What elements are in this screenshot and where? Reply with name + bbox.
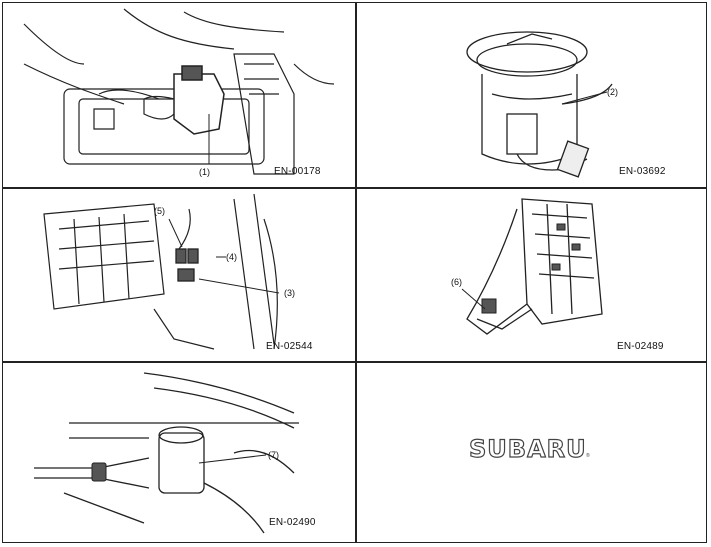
figure-code-5: EN-02490 (269, 517, 316, 528)
registered-mark: ® (586, 453, 590, 459)
engine-illustration-1: (1) (23, 8, 335, 177)
callout-5: (5) (154, 206, 165, 216)
figure-code-1: EN-00178 (274, 166, 321, 177)
callout-6: (6) (451, 277, 462, 287)
row-divider-1 (2, 187, 707, 189)
callout-7: (7) (268, 450, 279, 460)
callout-2: (2) (607, 87, 618, 97)
column-divider (355, 2, 357, 543)
row-divider-2 (2, 361, 707, 363)
fuel-pump-illustration: (2) (466, 31, 618, 178)
figure-code-2: EN-03692 (619, 166, 666, 177)
illustration-panel-1: (1) EN-00178 (4, 4, 354, 186)
callout-1: (1) (199, 167, 210, 177)
illustration-panel-4: (6) EN-02489 (357, 189, 706, 360)
component-illustration: (7) (34, 372, 299, 534)
illustration-panel-2: (2) EN-03692 (357, 4, 706, 186)
illustration-panel-3: (5) (4) (3) EN-02544 (4, 189, 354, 360)
subaru-logo: SUBARU (468, 434, 587, 463)
illustration-panel-5: (7) EN-02490 (4, 363, 354, 541)
callout-4: (4) (226, 252, 237, 262)
callout-3: (3) (284, 288, 295, 298)
logo-panel: SUBARU ® (357, 363, 706, 541)
relay-illustration: (5) (4) (3) (43, 193, 295, 350)
fuse-box-illustration: (6) (451, 198, 603, 335)
figure-code-3: EN-02544 (266, 341, 313, 352)
figure-code-4: EN-02489 (617, 341, 664, 352)
